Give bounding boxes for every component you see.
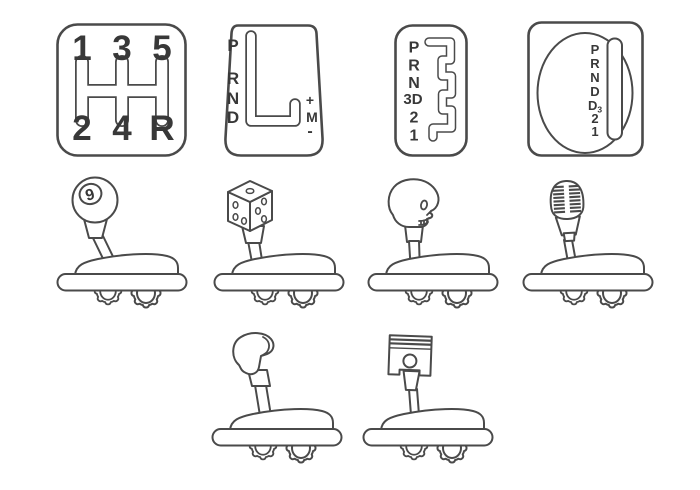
gear-label: 2 — [591, 111, 598, 126]
piston-knob — [387, 334, 433, 392]
gear-label: 1 — [72, 29, 91, 68]
gear-label: 1 — [591, 124, 598, 139]
dice-knob — [227, 180, 273, 244]
ball-number-circle — [78, 182, 103, 206]
shift-pattern-automatic-zigzag: P R N 3D 2 1 — [394, 24, 468, 157]
shifter-boxing-glove — [207, 332, 347, 470]
shifter-microphone — [518, 180, 658, 315]
microphone-knob — [549, 180, 585, 243]
gear-label: D — [227, 108, 239, 127]
gear-label: 2 — [72, 109, 91, 148]
gear-label: R — [227, 69, 239, 88]
shift-pattern-automatic-gate: P R N D + M - — [224, 24, 324, 157]
gear-label: N — [408, 75, 420, 92]
gear-label: D — [590, 84, 599, 99]
wrist-pin-hole — [402, 353, 418, 369]
glove-curl-line — [260, 336, 270, 357]
gear-label: 5 — [152, 29, 171, 68]
mic-grille-stripes — [552, 184, 582, 214]
gear-label: R — [590, 56, 600, 71]
gear-position-labels: P R N D — [227, 36, 239, 127]
teeth — [418, 217, 430, 226]
gear-label: P — [227, 36, 238, 55]
h-pattern-slot — [75, 55, 169, 127]
gear-label: 1 — [410, 128, 419, 145]
piston-rings — [388, 338, 433, 350]
l-gate-slot — [245, 30, 301, 127]
die-pips — [232, 187, 268, 225]
gear-label-d3: D3 — [588, 98, 602, 115]
ball-number: 9 — [84, 186, 97, 205]
gear-position-labels: 1 3 5 2 4 R — [72, 29, 174, 148]
gear-label: P — [591, 42, 600, 57]
gear-label: R — [408, 58, 420, 75]
nose-notch — [426, 211, 431, 216]
glove-outline — [232, 332, 275, 376]
eye-socket — [420, 199, 428, 211]
gear-label: 2 — [410, 110, 419, 127]
gear-label: R — [149, 109, 174, 148]
shifter-nine-ball: 9 — [52, 176, 192, 315]
mic-collar — [562, 231, 576, 243]
gear-label: 3D — [403, 91, 422, 108]
nine-ball-knob: 9 — [71, 176, 119, 239]
shift-pattern-automatic-oval: P R N D D3 2 1 — [527, 21, 644, 157]
manual-label: M — [306, 109, 318, 125]
shifter-skull — [363, 178, 503, 315]
gear-label: N — [227, 89, 239, 108]
zigzag-slot — [424, 37, 457, 142]
gear-label: 3 — [112, 29, 131, 68]
boxing-glove-knob — [232, 332, 275, 387]
manual-mode-labels: + M - — [306, 92, 318, 140]
skull-knob — [387, 178, 440, 228]
gear-label: P — [409, 40, 420, 57]
skull-outline — [387, 178, 440, 228]
plus-label: + — [306, 92, 314, 108]
straight-slot — [606, 37, 623, 141]
minus-label: - — [307, 123, 312, 140]
piston-collar — [402, 369, 421, 392]
gear-label: 4 — [112, 109, 132, 148]
shifter-dice — [209, 180, 349, 315]
gear-position-labels: P R N D D3 2 1 — [588, 42, 602, 139]
gear-label: N — [590, 70, 599, 85]
gear-position-labels: P R N 3D 2 1 — [403, 40, 422, 145]
shift-pattern-5-speed-manual: 1 3 5 2 4 R — [56, 23, 187, 157]
shifter-piston — [358, 334, 498, 470]
